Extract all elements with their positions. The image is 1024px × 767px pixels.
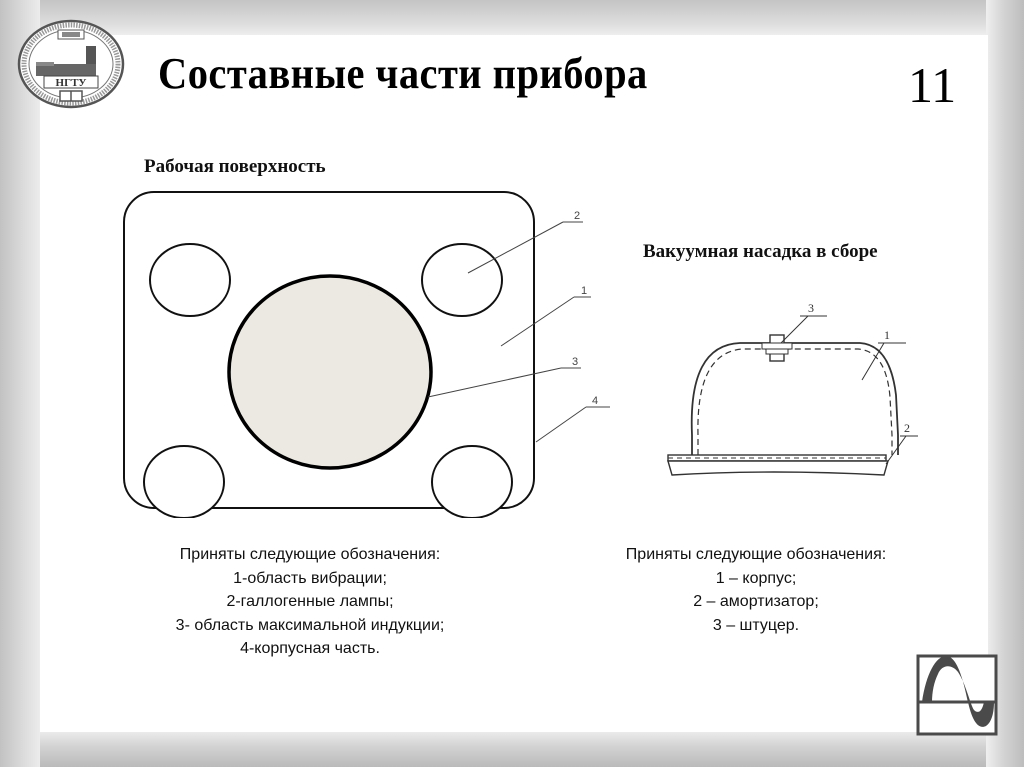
- vacuum-nozzle-drawing: 3 1 2: [667, 301, 918, 476]
- frame-right-bevel: [986, 0, 1024, 767]
- vacuum-nozzle-subtitle: Вакуумная насадка в сборе: [643, 241, 878, 262]
- slide-title: Составные части прибора: [158, 49, 648, 98]
- work-surface-subtitle: Рабочая поверхность: [144, 156, 326, 177]
- legend-item: 4-корпусная часть.: [240, 640, 380, 657]
- frame-bottom-bevel: [0, 732, 1024, 767]
- legend-heading: Приняты следующие обозначения:: [625, 546, 887, 563]
- page-number: 11: [908, 57, 957, 113]
- lamp-circle: [143, 445, 225, 518]
- svg-text:2: 2: [574, 210, 580, 222]
- nozzle-body: [690, 342, 899, 455]
- legend-heading: Приняты следующие обозначения:: [179, 546, 441, 563]
- frame-top-bevel: [0, 0, 1024, 35]
- svg-text:НГТУ: НГТУ: [56, 77, 87, 89]
- svg-text:1: 1: [581, 285, 587, 297]
- svg-text:3: 3: [572, 356, 578, 368]
- svg-text:2: 2: [904, 421, 910, 435]
- vacuum-nozzle-legend: Приняты следующие обозначения: 1 – корпу…: [560, 543, 952, 637]
- damper-ring: [667, 460, 889, 476]
- svg-text:3: 3: [808, 301, 814, 315]
- induction-area-circle: [227, 274, 433, 470]
- legend-item: 3 – штуцер.: [712, 616, 800, 634]
- legend-item: 3- область максимальной индукции;: [175, 616, 445, 634]
- lamp-circle: [421, 243, 503, 317]
- frame-left-bevel: [0, 0, 40, 767]
- svg-text:1: 1: [884, 328, 890, 342]
- sine-wave-logo-icon: [916, 654, 998, 736]
- svg-text:4: 4: [592, 395, 598, 407]
- lamp-circle: [431, 445, 513, 518]
- legend-item: 2 – амортизатор;: [693, 593, 819, 610]
- work-surface-legend: Приняты следующие обозначения: 1-область…: [120, 543, 500, 661]
- legend-item: 1-область вибрации;: [233, 569, 387, 587]
- lamp-circle: [149, 243, 231, 317]
- legend-item: 2-галлогенные лампы;: [226, 593, 394, 610]
- university-seal-icon: НГТУ: [17, 19, 125, 109]
- legend-item: 1 – корпус;: [715, 569, 797, 587]
- work-surface-drawing: 2 1 3 4: [123, 191, 610, 518]
